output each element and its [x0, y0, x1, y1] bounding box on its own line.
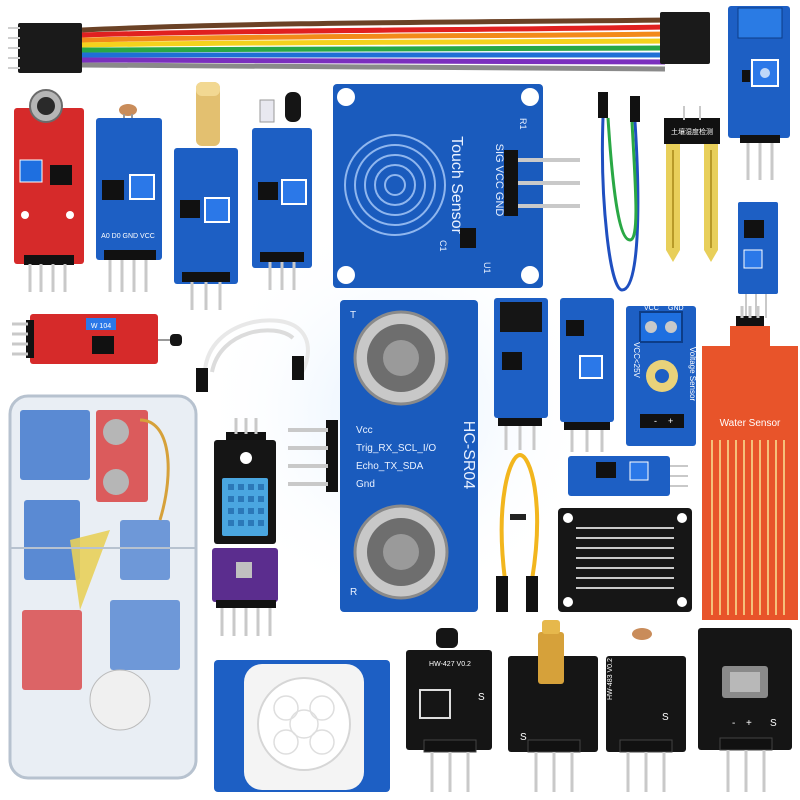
- ultrasonic-echo-label: Echo_TX_SDA: [356, 461, 424, 472]
- voltage-gnd-label: GND: [668, 305, 684, 312]
- photoresistor-module: A0 D0 GND VCC: [96, 104, 162, 292]
- ultrasonic-r-label: R: [350, 587, 357, 598]
- voltage-range-label: VCC<25V: [632, 342, 641, 378]
- comparator-module-right: [738, 202, 778, 318]
- soil-moisture-probe: 土壤湿度检测: [664, 106, 720, 262]
- ultrasonic-sensor-module: HC-SR04 T R Vcc Trig_RX_SCL_I/O Echo_TX_…: [288, 300, 478, 612]
- ir-plus-label: +: [746, 718, 752, 729]
- ir-receiver-module: - + S: [698, 628, 792, 792]
- blue-module-a: [494, 298, 548, 450]
- hw-427-s-label: S: [478, 692, 485, 703]
- touch-pins-label: SIG VCC GND: [493, 144, 505, 217]
- w104-label: W 104: [91, 323, 111, 330]
- jumper-pair-probe: [598, 92, 640, 292]
- ultrasonic-vcc-label: Vcc: [356, 425, 373, 436]
- ultrasonic-model-label: HC-SR04: [460, 421, 477, 490]
- ir-minus-label: -: [732, 718, 735, 729]
- touch-sensor-label: Touch Sensor: [448, 136, 465, 235]
- dht11-module: [214, 418, 276, 544]
- tilt-switch-module: [174, 82, 238, 310]
- blue-module-horizontal: [568, 456, 688, 496]
- ultrasonic-t-label: T: [350, 310, 356, 321]
- hw-483-s-label: S: [662, 712, 669, 723]
- touch-r1-label: R1: [518, 118, 528, 130]
- thermistor-module: W 104: [12, 314, 182, 364]
- touch-c1-label: C1: [438, 240, 448, 252]
- water-sensor-label: Water Sensor: [720, 418, 781, 429]
- rain-sensor-board: [558, 508, 692, 612]
- ultrasonic-gnd-label: Gnd: [356, 479, 375, 490]
- top-right-pot-module: [728, 6, 790, 180]
- ir-s-label: S: [770, 718, 777, 729]
- bmp-pressure-module: [212, 548, 278, 636]
- blue-module-b: [560, 298, 614, 452]
- hw-427-module: HW-427 V0.2 S: [406, 628, 492, 792]
- laser-s-label: S: [520, 732, 527, 743]
- sound-sensor-module: [14, 89, 84, 292]
- yellow-jumper: [496, 452, 540, 612]
- voltage-minus-label: -: [654, 416, 657, 426]
- touch-u1-label: U1: [482, 262, 492, 274]
- voltage-sensor-module: VCC GND Voltage Sensor VCC<25V - +: [626, 305, 697, 446]
- hw-483-label: HW-483 V0.2: [607, 658, 614, 700]
- ultrasonic-trig-label: Trig_RX_SCL_I/O: [356, 443, 436, 454]
- rainbow-jumper-cable: [8, 12, 710, 73]
- pir-motion-sensor: [214, 660, 390, 792]
- white-jumper-pair: [196, 318, 310, 392]
- soil-probe-label: 土壤湿度检测: [671, 127, 713, 136]
- water-level-sensor: Water Sensor: [702, 306, 798, 620]
- ldr-pins-label: A0 D0 GND VCC: [101, 233, 155, 240]
- voltage-vcc-label: VCC: [644, 305, 659, 312]
- hw-427-label: HW-427 V0.2: [429, 661, 471, 668]
- storage-case: [8, 394, 198, 780]
- voltage-sensor-label: Voltage Sensor: [688, 347, 697, 402]
- laser-module: S: [508, 620, 598, 792]
- voltage-plus-label: +: [668, 416, 673, 426]
- touch-sensor-module: Touch Sensor SIG VCC GND R1 C1 U1: [333, 84, 580, 288]
- ir-sensor-module: [252, 92, 312, 290]
- hw-483-module: HW-483 V0.2 S: [606, 628, 686, 792]
